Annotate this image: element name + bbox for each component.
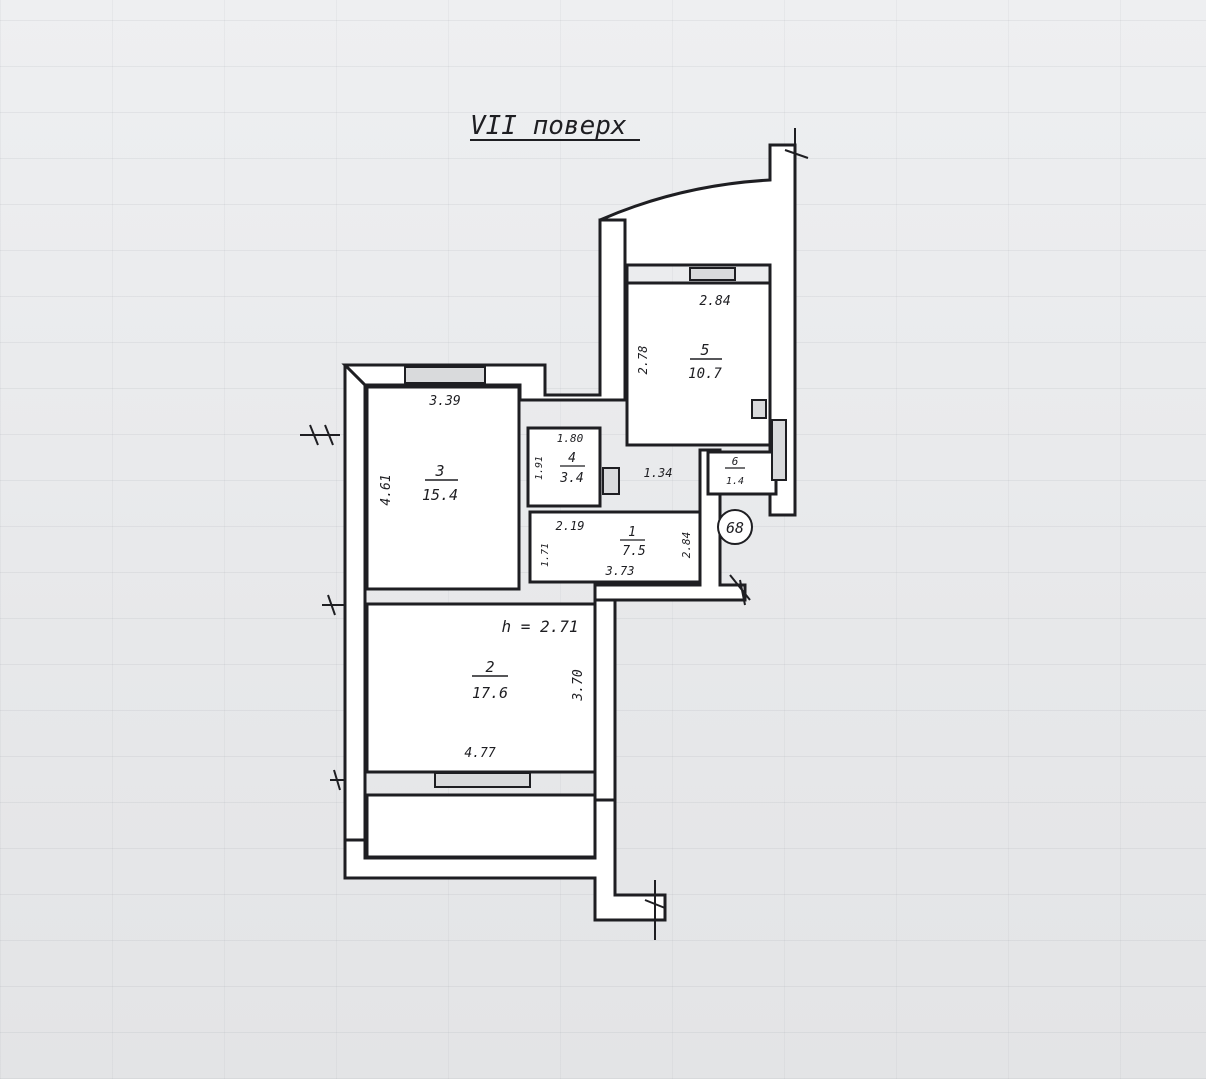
room-2-width: 4.77 [464,746,495,761]
ceiling-height-note: h = 2.71 [501,617,578,636]
room-5-outline [625,281,772,447]
room-4-number: 4 [568,451,576,466]
room-1-width: 3.73 [605,564,635,578]
room-2-number: 2 [485,658,494,676]
window-room-3 [404,366,486,384]
room-5-depth: 2.78 [636,346,650,375]
room-outlines [365,263,778,859]
wall-bottom [343,793,667,922]
hall-right-dim: 2.84 [680,532,693,559]
room-4-outline [526,426,602,508]
fixture-room-5 [751,399,767,419]
room-1-area: 7.5 [622,544,646,559]
room-3-outline [365,385,521,591]
room-6-width: 1.34 [644,466,673,480]
room-3-depth: 4.61 [379,474,394,505]
room-1-outline [528,510,702,584]
break-mark-left-top [300,424,340,446]
room-4-area: 3.4 [559,471,583,486]
room-3-width: 3.39 [428,394,460,409]
hall-side-dim: 1.71 [540,543,551,567]
windows [404,267,787,788]
window-room-2 [434,772,531,788]
room-6-outline [706,450,778,496]
break-mark-bottom [644,880,666,940]
break-marks [300,128,809,940]
room-5-area: 10.7 [688,366,722,382]
room-1-depth: 2.19 [556,519,585,533]
balcony-bottom-outline [365,793,597,859]
room-3-number: 3 [434,462,444,480]
break-mark-top [784,128,809,170]
room-4-depth: 1.91 [534,456,545,480]
break-mark-left-bottom [330,769,345,791]
floor-title: VII поверх [470,111,627,141]
room-3-area: 15.4 [422,486,458,504]
break-mark-left-mid [322,594,345,616]
wall-right-2 [593,598,617,802]
vent-shaft [602,467,620,495]
room-5-width: 2.84 [699,294,730,309]
room-6-number: 6 [732,455,739,468]
balcony-top-inner [625,263,772,285]
room-6-area: 1.4 [726,476,744,487]
apartment-number: 68 [726,519,744,537]
wall-balcony [599,143,797,517]
room-1-number: 1 [628,525,636,540]
window-room-5 [689,267,736,281]
window-room-5-side [771,419,787,481]
break-mark-corridor [729,574,751,606]
room-2-area: 17.6 [472,684,508,702]
apartment-number-badge: 68 [717,509,753,545]
room-labels: 3 15.4 3.39 4.61 2 17.6 4.77 3.70 h = 2.… [379,294,745,761]
room-4-width: 1.80 [557,432,584,445]
room-5-number: 5 [700,341,709,359]
room-2-depth: 3.70 [571,669,586,701]
